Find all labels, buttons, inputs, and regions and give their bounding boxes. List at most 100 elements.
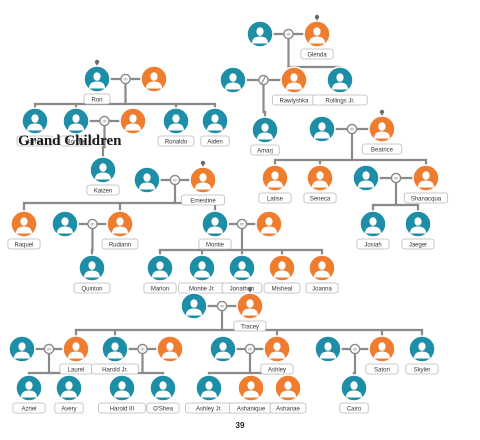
- person-silhouette-icon: [152, 261, 168, 278]
- person-node: [352, 164, 380, 192]
- person-name: Ashley: [268, 368, 286, 374]
- person-node: Quinton: [73, 254, 111, 294]
- person-silhouette-icon: [242, 299, 258, 316]
- person-node: Laurel: [59, 335, 93, 375]
- name-tag: [198, 238, 232, 250]
- name-tag: [12, 402, 46, 414]
- person-name: O'Shea: [153, 407, 173, 413]
- person-node: Misheal: [263, 254, 301, 294]
- person-name: Josiah: [364, 243, 381, 249]
- person-silhouette-icon: [358, 171, 374, 188]
- person-silhouette-icon: [89, 72, 105, 89]
- person-silhouette-icon: [243, 381, 259, 398]
- person-name: Kaizen: [94, 189, 112, 195]
- person-name: Ashley Jr.: [196, 407, 222, 413]
- person-silhouette-icon: [155, 381, 171, 398]
- name-tag: [401, 238, 435, 250]
- svg-text:∞: ∞: [173, 177, 178, 184]
- person-node: Harold III: [98, 374, 146, 414]
- person-node: Skyler: [405, 335, 439, 375]
- person-node: [180, 292, 208, 320]
- name-tag: [7, 238, 41, 250]
- name-tag: [86, 184, 120, 196]
- marriage-connector-icon: ∞: [120, 73, 131, 85]
- person-silhouette-icon: [207, 217, 223, 234]
- person-node: Cairo: [339, 374, 369, 414]
- person-name: Azriel: [21, 407, 36, 413]
- person-name: Marlon: [151, 287, 169, 293]
- name-tag: [303, 192, 337, 204]
- person-silhouette-icon: [114, 381, 130, 398]
- person-name: Rollings Jr.: [325, 99, 355, 105]
- svg-text:∞: ∞: [140, 346, 145, 353]
- person-node: Tracey: [233, 286, 267, 332]
- person-silhouette-icon: [107, 342, 123, 359]
- person-node: Joanna: [305, 254, 339, 294]
- person-name: Latise: [267, 197, 284, 203]
- person-node: [140, 65, 168, 93]
- person-node: Marlon: [143, 254, 177, 294]
- person-node: [133, 166, 161, 194]
- name-tag: [221, 282, 263, 294]
- person-node: [119, 107, 147, 135]
- person-silhouette-icon: [234, 261, 250, 278]
- person-silhouette-icon: [207, 114, 223, 131]
- name-tag: [361, 143, 403, 155]
- person-node: Ashanique: [228, 374, 274, 414]
- name-tag: [356, 238, 390, 250]
- person-name: Harold Jr.: [102, 368, 128, 374]
- person-name: Montie Jr.: [189, 287, 215, 293]
- person-node: Beatrice: [361, 109, 403, 155]
- svg-text:∞: ∞: [123, 76, 128, 83]
- person-node: Montie Jr.: [178, 254, 226, 294]
- person-silhouette-icon: [269, 342, 285, 359]
- person-silhouette-icon: [309, 27, 325, 44]
- marriage-connector-icon: ∞: [349, 343, 361, 355]
- person-node: O'Shea: [146, 374, 180, 414]
- person-silhouette-icon: [139, 173, 155, 190]
- person-silhouette-icon: [320, 342, 336, 359]
- person-node: Rondre: [59, 107, 93, 147]
- name-tag: [260, 363, 294, 375]
- person-silhouette-icon: [280, 381, 296, 398]
- name-tag: [180, 194, 226, 206]
- person-node: Jaeger: [401, 210, 435, 250]
- name-tag: [233, 320, 267, 332]
- svg-text:∞: ∞: [286, 31, 291, 38]
- marriage-connector-icon: ∞: [216, 300, 228, 312]
- person-name: Quinton: [81, 287, 102, 293]
- person-silhouette-icon: [168, 114, 184, 131]
- person-silhouette-icon: [125, 114, 141, 131]
- svg-text:∞: ∞: [240, 221, 245, 228]
- person-name: Tracey: [241, 325, 259, 331]
- name-tag: [157, 135, 195, 147]
- person-node: [156, 335, 184, 363]
- name-tag: [305, 282, 339, 294]
- person-node: Josiah: [356, 210, 390, 250]
- person-name: Rondre: [66, 140, 86, 146]
- marriage-connector-icon: ∞: [390, 172, 402, 184]
- name-tag: [146, 402, 180, 414]
- person-node: [314, 335, 342, 363]
- name-tag: [73, 282, 111, 294]
- person-silhouette-icon: [186, 299, 202, 316]
- marriage-connector-icon: ∞: [346, 123, 358, 135]
- person-node: [219, 66, 247, 94]
- svg-text:∞: ∞: [102, 118, 107, 125]
- name-tag: [101, 238, 139, 250]
- name-tag: [263, 282, 301, 294]
- person-silhouette-icon: [346, 381, 362, 398]
- person-name: Jaeger: [409, 243, 427, 249]
- marriage-connector-icon: ∞: [283, 28, 294, 40]
- person-name: Avery: [61, 407, 76, 413]
- person-node: Rollings Jr.: [312, 66, 368, 106]
- person-node: Ronaldo: [157, 107, 195, 147]
- person-silhouette-icon: [201, 381, 217, 398]
- person-silhouette-icon: [195, 173, 211, 190]
- person-name: Ron: [91, 98, 102, 104]
- name-tag: [200, 135, 230, 147]
- person-node: Jonathan: [221, 254, 263, 294]
- person-silhouette-icon: [374, 342, 390, 359]
- person-silhouette-icon: [257, 123, 273, 140]
- name-tag: [16, 135, 54, 147]
